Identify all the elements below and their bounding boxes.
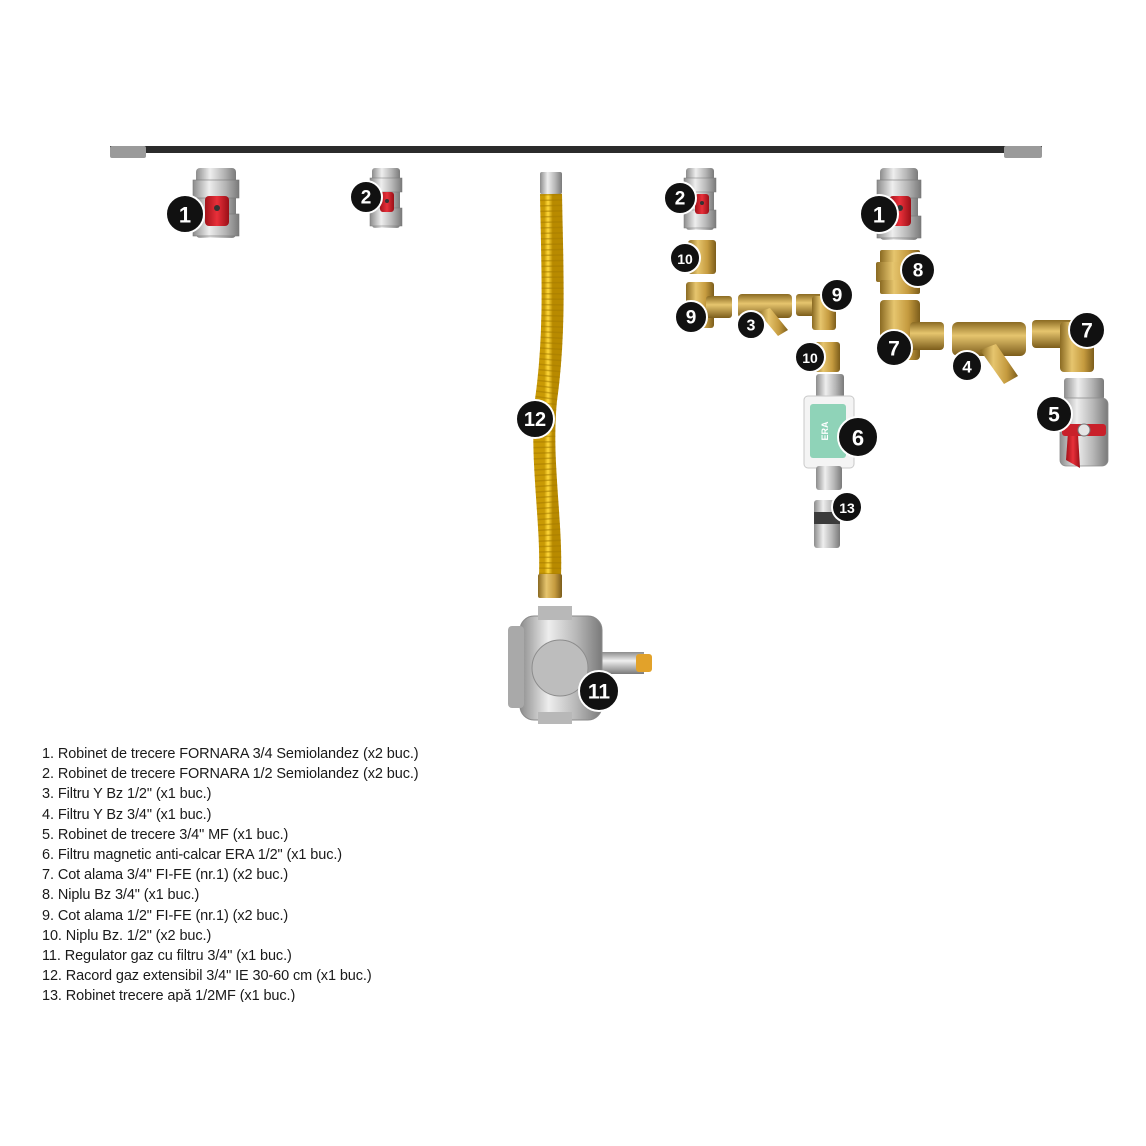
svg-text:13: 13 (839, 500, 855, 516)
svg-text:5: 5 (1048, 404, 1060, 427)
mounting-rail (110, 146, 1042, 158)
gas-regulator (508, 606, 652, 724)
magnetic-filter: ERA (803, 374, 855, 490)
parts-list-item: 4. Filtru Y Bz 3/4" (x1 buc.) (42, 806, 212, 823)
parts-list-item: 10. Niplu Bz. 1/2" (x2 buc.) (42, 927, 212, 944)
flexible-gas-hose (533, 172, 564, 598)
parts-list: 1. Robinet de trecere FORNARA 3/4 Semiol… (42, 744, 662, 1002)
svg-text:11: 11 (588, 681, 611, 704)
svg-text:4: 4 (962, 358, 972, 377)
parts-list-item: 2. Robinet de trecere FORNARA 1/2 Semiol… (42, 766, 419, 783)
parts-list-item: 7. Cot alama 3/4" FI-FE (nr.1) (x2 buc.) (42, 867, 289, 884)
badge-9-left: 9 (674, 300, 708, 334)
svg-text:7: 7 (1081, 320, 1093, 343)
hose-nut-bottom (538, 574, 562, 598)
parts-list-item: 5. Robinet de trecere 3/4" MF (x1 buc.) (42, 826, 289, 843)
svg-text:7: 7 (888, 338, 900, 361)
rail-bracket-left (110, 146, 146, 158)
svg-text:9: 9 (686, 308, 697, 329)
badge-1-left: 1 (165, 194, 205, 234)
badge-13: 13 (831, 491, 863, 523)
badge-7-left: 7 (875, 329, 913, 367)
svg-text:10: 10 (802, 350, 818, 366)
parts-list-item: 12. Racord gaz extensibil 3/4" IE 30-60 … (42, 968, 372, 985)
svg-text:3: 3 (747, 318, 756, 335)
parts-list-item: 13. Robinet trecere apă 1/2MF (x1 buc.) (42, 988, 296, 1002)
svg-text:1: 1 (179, 203, 191, 228)
badge-6: 6 (837, 416, 879, 458)
badge-10-low: 10 (794, 341, 826, 373)
parts-list-item: 11. Regulator gaz cu filtru 3/4" (x1 buc… (42, 948, 292, 965)
badge-9-right: 9 (820, 278, 854, 312)
svg-text:6: 6 (852, 426, 864, 451)
svg-text:2: 2 (361, 188, 372, 209)
parts-list-item: 1. Robinet de trecere FORNARA 3/4 Semiol… (42, 746, 419, 762)
parts-list-item: 6. Filtru magnetic anti-calcar ERA 1/2" … (42, 847, 343, 864)
ball-valve-3-4-left (192, 168, 240, 238)
badge-11: 11 (578, 670, 620, 712)
parts-list-item: 3. Filtru Y Bz 1/2" (x1 buc.) (42, 786, 212, 803)
ball-valve-1-2-right (683, 168, 717, 230)
svg-text:10: 10 (677, 251, 693, 267)
badge-7-right: 7 (1068, 311, 1106, 349)
svg-text:1: 1 (873, 203, 885, 228)
parts-list-item: 9. Cot alama 1/2" FI-FE (nr.1) (x2 buc.) (42, 907, 289, 924)
badge-3: 3 (736, 310, 766, 340)
svg-text:12: 12 (524, 409, 546, 431)
badge-1-right: 1 (859, 194, 899, 234)
badge-4: 4 (951, 350, 983, 382)
badge-10-top: 10 (669, 242, 701, 274)
red-handle (1066, 432, 1080, 468)
badge-8: 8 (900, 252, 936, 288)
y-filter-3-4 (952, 322, 1026, 384)
badge-2-left: 2 (349, 180, 383, 214)
badge-12: 12 (515, 399, 555, 439)
rail-bracket-right (1004, 146, 1042, 158)
svg-text:9: 9 (832, 286, 843, 307)
product-label: ERA (820, 421, 830, 441)
hose-nut-top (540, 172, 562, 194)
svg-text:8: 8 (913, 261, 924, 282)
parts-list-item: 8. Niplu Bz 3/4" (x1 buc.) (42, 887, 200, 904)
badge-2-right: 2 (663, 181, 697, 215)
badge-5: 5 (1035, 395, 1073, 433)
svg-text:2: 2 (675, 189, 686, 210)
